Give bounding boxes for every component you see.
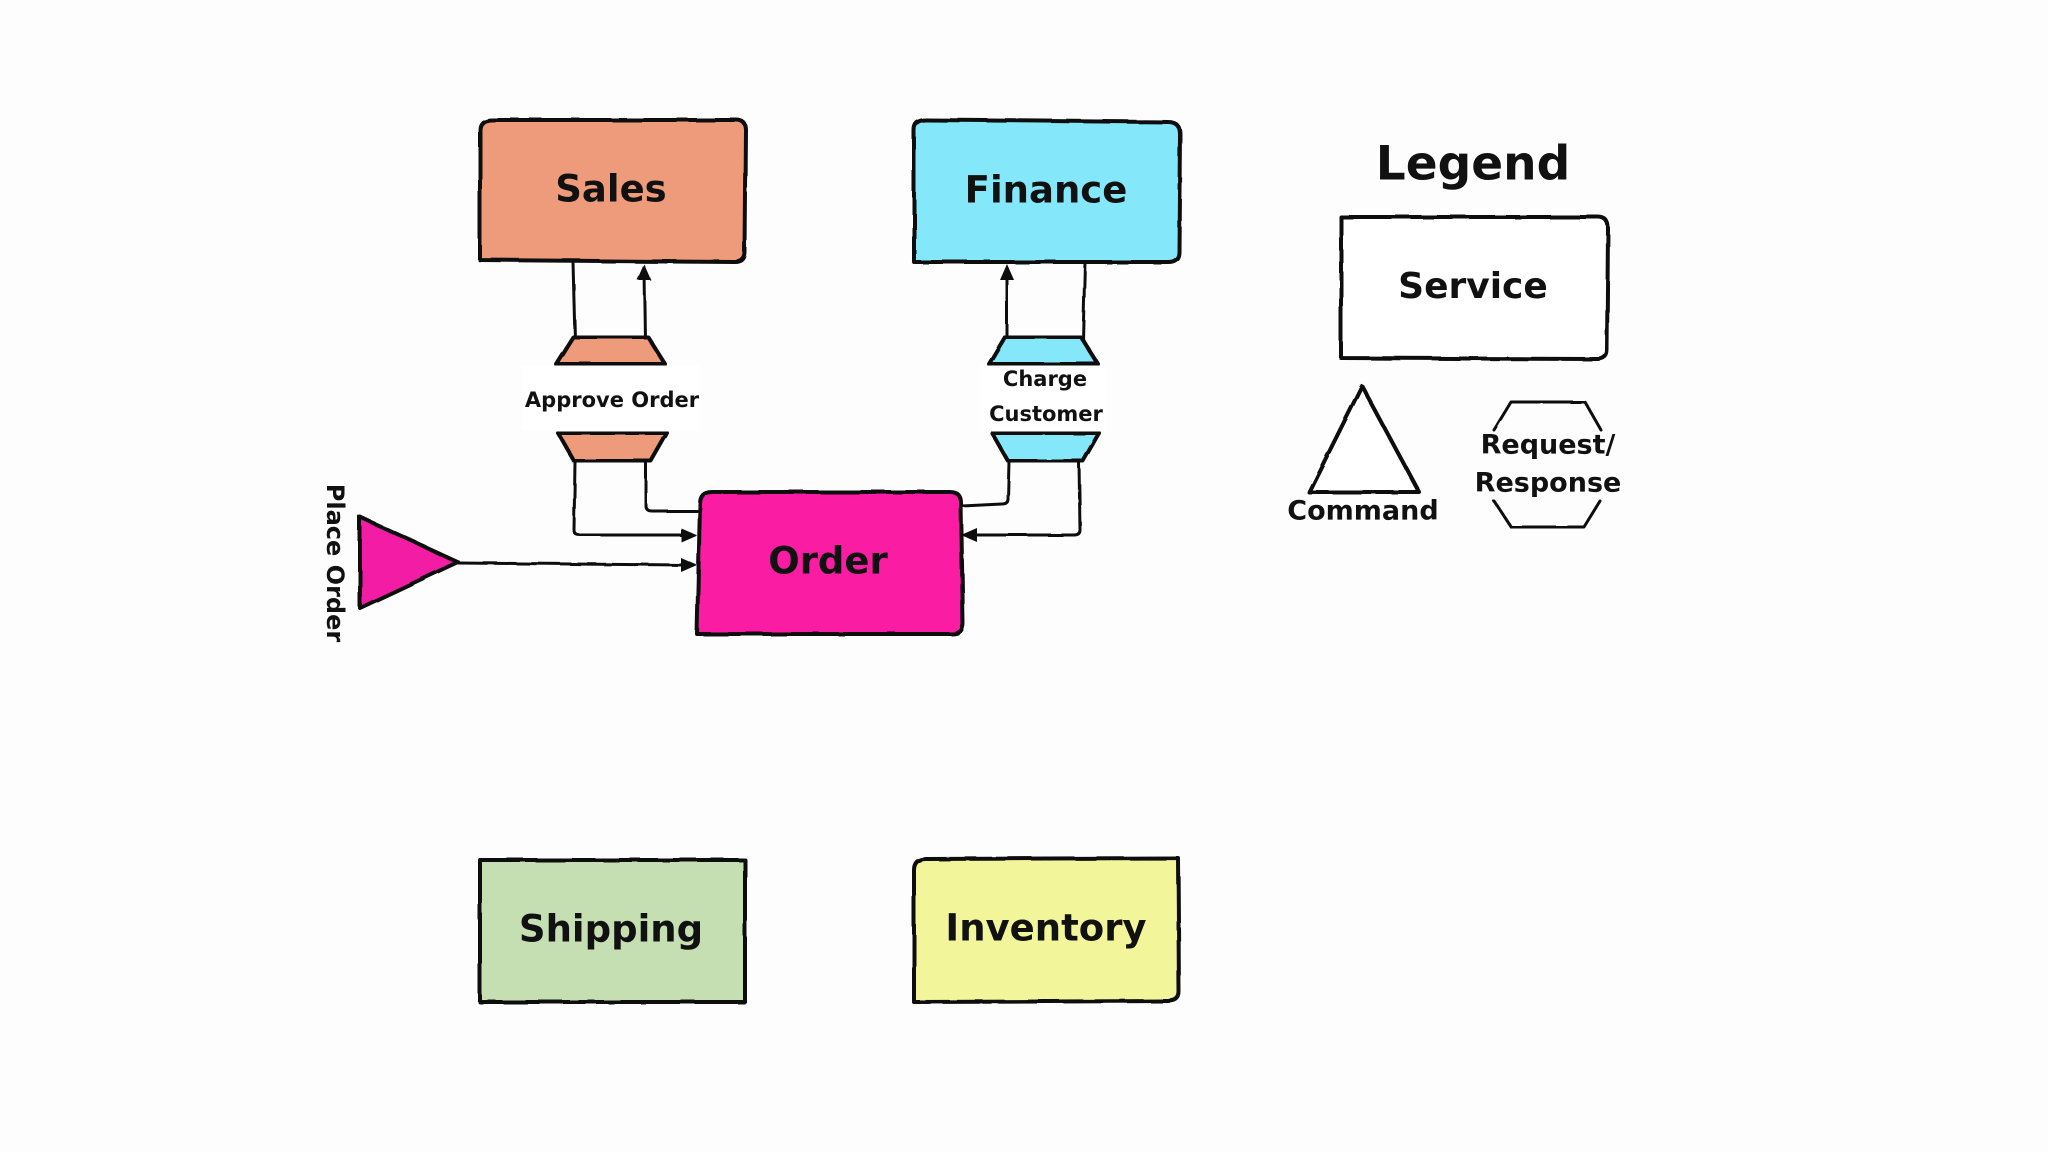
order-box (695, 490, 965, 636)
sales-approve-right-line (642, 270, 647, 342)
approve-order-bottom-shape (556, 431, 669, 463)
charge-customer-label-line1: Charge (1003, 367, 1087, 391)
approve-order-label-band (522, 366, 700, 431)
place-order-line (456, 561, 687, 567)
service-shipping[interactable]: Shipping (478, 858, 747, 1004)
finance-charge-right-line (1081, 260, 1087, 342)
order-label: Order (768, 540, 888, 583)
inventory-box (912, 856, 1181, 1004)
place-order-triangle (358, 515, 460, 610)
legend: Legend Service Command Request/ Response (1287, 137, 1622, 529)
legend-request-response-label-line1: Request/ (1481, 430, 1616, 461)
legend-command-label: Command (1287, 496, 1438, 527)
arrow-into-order-1 (681, 528, 697, 542)
legend-command-triangle (1307, 384, 1421, 494)
finance-label: Finance (965, 169, 1128, 212)
inventory-label: Inventory (945, 907, 1146, 950)
sales-box (478, 118, 748, 264)
arrow-into-order-3 (681, 558, 697, 572)
place-order-label: Place Order (321, 484, 349, 643)
charge-to-order-left-line (960, 460, 1011, 508)
legend-request-response-bottom (1492, 499, 1602, 529)
request-approve-order[interactable]: Approve Order (522, 335, 700, 463)
arrow-up-to-finance (1000, 264, 1014, 280)
connectors (456, 260, 1087, 572)
charge-to-order-right-line (971, 460, 1082, 537)
arrow-up-to-sales (637, 264, 651, 280)
service-inventory[interactable]: Inventory (912, 856, 1181, 1004)
command-place-order[interactable]: Place Order (321, 484, 460, 643)
service-order[interactable]: Order (695, 490, 965, 636)
charge-customer-label-line2: Customer (989, 402, 1103, 426)
legend-service-label: Service (1398, 266, 1548, 307)
legend-title: Legend (1376, 137, 1570, 192)
shipping-box (478, 858, 747, 1004)
arrow-into-order-2 (961, 528, 977, 542)
charge-customer-label-band (980, 366, 1106, 431)
legend-request-response-top (1492, 400, 1603, 432)
approve-order-top-shape (554, 335, 667, 366)
service-sales[interactable]: Sales (478, 118, 748, 264)
approve-order-label: Approve Order (525, 388, 700, 412)
legend-service-box (1339, 215, 1610, 361)
approve-to-order-right-line (644, 460, 699, 513)
finance-box (912, 118, 1182, 264)
request-charge-customer[interactable]: Charge Customer (980, 335, 1106, 463)
legend-request-response-label-line2: Response (1475, 468, 1622, 499)
shipping-label: Shipping (519, 908, 703, 951)
sales-approve-left-line (571, 260, 577, 342)
service-finance[interactable]: Finance (912, 118, 1182, 264)
sales-label: Sales (555, 168, 666, 211)
approve-to-order-left-line (572, 460, 687, 537)
charge-customer-bottom-shape (990, 431, 1101, 463)
charge-customer-top-shape (987, 335, 1100, 366)
